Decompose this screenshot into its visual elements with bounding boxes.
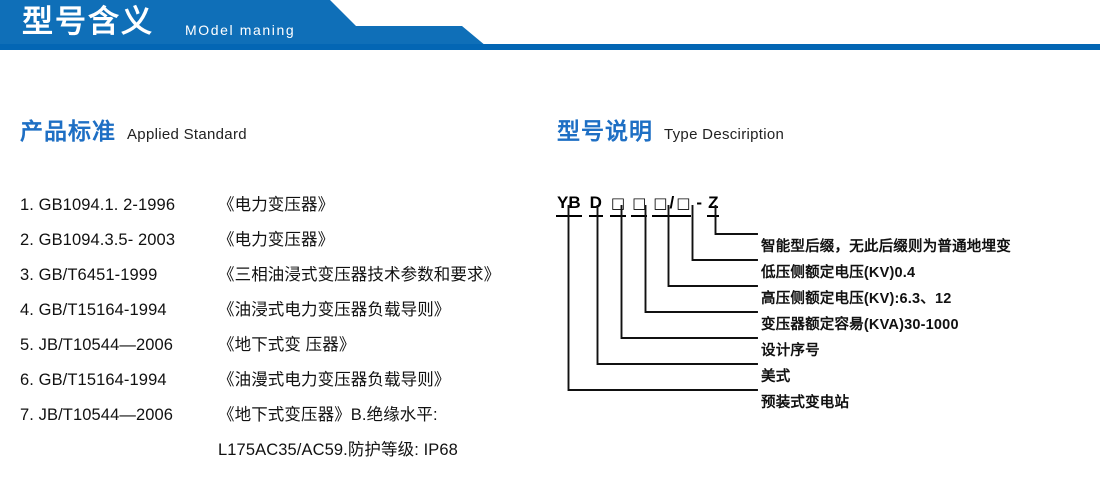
page-title: 型号含义 [22, 4, 154, 39]
code-segment-z: Z [707, 192, 720, 217]
code-segment-box-2: □ [631, 192, 648, 217]
standard-name: 《电力变压器》 [218, 196, 335, 214]
standard-name: 《油漫式电力变压器负载导则》 [218, 371, 451, 389]
standard-code: 4. GB/T15164-1994 [20, 301, 167, 319]
leader-line-6 [596, 205, 758, 365]
list-item: 1. GB1094.1. 2-1996 《电力变压器》 [20, 191, 540, 226]
standard-name: L175AC35/AC59.防护等级: IP68 [218, 441, 458, 459]
code-separator-slash: / [668, 192, 676, 217]
code-segment-box-3: □ [652, 192, 669, 217]
list-item: 6. GB/T15164-1994 《油漫式电力变压器负载导则》 [20, 366, 540, 401]
standard-code: 6. GB/T15164-1994 [20, 371, 167, 389]
leader-line-4 [644, 205, 758, 313]
section-heading-zh: 产品标准 [20, 118, 116, 144]
standard-code: 3. GB/T6451-1999 [20, 266, 158, 284]
leader-line-1 [714, 205, 758, 235]
type-label-american-style: 美式 [761, 369, 791, 385]
standard-name: 《地下式变压器》B.绝缘水平: [218, 406, 438, 424]
type-description-label-list: 智能型后缀，无此后缀则为普通地埋变 低压侧额定电压(KV)0.4 高压侧额定电压… [761, 234, 1100, 416]
standard-name: 《地下式变 压器》 [218, 336, 356, 354]
leader-line-3 [667, 205, 758, 287]
type-label-smart-suffix: 智能型后缀，无此后缀则为普通地埋变 [761, 239, 1011, 255]
code-separator-dash: - [696, 193, 703, 212]
list-item-continuation: L175AC35/AC59.防护等级: IP68 [20, 436, 540, 471]
code-segment-d: D [588, 192, 603, 217]
list-item: 2. GB1094.3.5- 2003 《电力变压器》 [20, 226, 540, 261]
standard-code: 5. JB/T10544—2006 [20, 336, 174, 354]
type-label-design-serial: 设计序号 [761, 343, 820, 359]
standard-code: 7. JB/T10544—2006 [20, 406, 174, 424]
code-segment-box-4: □ [675, 192, 692, 217]
list-item: 5. JB/T10544—2006 《地下式变 压器》 [20, 331, 540, 366]
list-item: 4. GB/T15164-1994 《油浸式电力变压器负载导则》 [20, 296, 540, 331]
applied-standard-list: 1. GB1094.1. 2-1996 《电力变压器》 2. GB1094.3.… [20, 191, 540, 471]
section-heading-zh: 型号说明 [557, 118, 653, 144]
leader-lines-diagram [567, 205, 758, 391]
section-heading-en: Applied Standard [127, 126, 247, 143]
list-item: 7. JB/T10544—2006 《地下式变压器》B.绝缘水平: [20, 401, 540, 436]
standard-name: 《油浸式电力变压器负载导则》 [218, 301, 451, 319]
type-label-lv-rated-voltage: 低压侧额定电压(KV)0.4 [761, 265, 916, 281]
list-item: 3. GB/T6451-1999 《三相油浸式变压器技术参数和要求》 [20, 261, 540, 296]
type-label-prefab-substation: 预装式变电站 [761, 395, 850, 411]
standard-code: 1. GB1094.1. 2-1996 [20, 196, 176, 214]
standard-name: 《电力变压器》 [218, 231, 335, 249]
section-heading-en: Type Desciription [664, 126, 785, 143]
section-heading-type-description: 型号说明 Type Desciription [557, 116, 784, 150]
section-heading-applied-standard: 产品标准 Applied Standard [20, 116, 247, 150]
header-underline-bar [0, 44, 1100, 50]
leader-line-7 [567, 205, 758, 391]
standard-name: 《三相油浸式变压器技术参数和要求》 [218, 266, 501, 284]
leader-line-2 [691, 205, 758, 261]
page-header: 型号含义 MOdel maning [0, 0, 1100, 51]
page-subtitle: MOdel maning [185, 22, 296, 38]
standard-code: 2. GB1094.3.5- 2003 [20, 231, 176, 249]
type-label-hv-rated-voltage: 高压侧额定电压(KV):6.3、12 [761, 291, 952, 307]
type-label-rated-capacity: 变压器额定容昜(KVA)30-1000 [761, 317, 959, 333]
leader-line-5 [620, 205, 758, 339]
